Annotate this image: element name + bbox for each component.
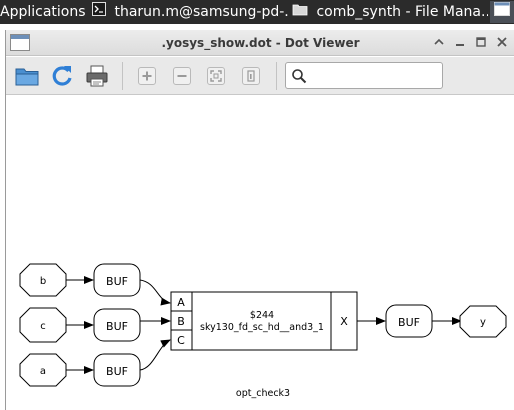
input-node-label: b xyxy=(40,276,46,287)
zoom-out-button[interactable] xyxy=(173,67,191,85)
buffer-label: BUF xyxy=(106,365,128,378)
toolbar xyxy=(6,57,514,95)
task-file-manager-label: comb_synth - File Mana... xyxy=(316,4,488,20)
buffer-node[interactable]: BUF xyxy=(93,263,141,297)
task-terminal-label: tharun.m@samsung-pd-... xyxy=(114,4,288,20)
buffer-label: BUF xyxy=(106,275,128,288)
window-title: .yosys_show.dot - Dot Viewer xyxy=(161,36,360,50)
zoom-fit-button[interactable] xyxy=(207,67,225,85)
task-file-manager[interactable]: comb_synth - File Mana... xyxy=(292,1,488,23)
input-node-b[interactable]: b xyxy=(19,263,67,297)
cell-port-c: C xyxy=(177,334,185,347)
task-dot-viewer[interactable] xyxy=(490,1,514,23)
dot-viewer-window: .yosys_show.dot - Dot Viewer xyxy=(5,30,514,410)
search-field[interactable] xyxy=(285,62,443,89)
and3-cell-node[interactable]: A B C $244 sky130_fd_sc_hd__and3_1 X xyxy=(170,291,358,351)
output-node-label: y xyxy=(480,317,486,328)
buffer-label: BUF xyxy=(106,320,128,333)
cell-type: sky130_fd_sc_hd__and3_1 xyxy=(200,322,324,333)
buffer-node[interactable]: BUF xyxy=(385,304,433,338)
cell-port-b: B xyxy=(177,315,185,328)
edge-buf-port-c xyxy=(139,339,171,371)
window-menu-icon[interactable] xyxy=(10,34,30,51)
input-node-a[interactable]: a xyxy=(19,353,67,387)
edge-buf-port-a xyxy=(139,279,171,306)
cell-id: $244 xyxy=(250,310,274,321)
zoom-100-icon xyxy=(243,69,259,88)
zoom-in-icon xyxy=(139,69,155,88)
toolbar-separator xyxy=(122,62,123,90)
input-node-label: a xyxy=(40,366,46,377)
zoom-100-button[interactable] xyxy=(242,67,260,85)
open-button[interactable] xyxy=(14,63,40,89)
search-icon xyxy=(291,68,307,88)
window-icon xyxy=(494,1,510,23)
cell-port-x: X xyxy=(340,315,348,328)
output-node-y[interactable]: y xyxy=(459,305,507,338)
maximize-button[interactable] xyxy=(474,35,488,49)
print-button[interactable] xyxy=(84,63,110,89)
graph-canvas[interactable]: b c a BUF BUF xyxy=(6,96,514,410)
shade-button[interactable] xyxy=(432,35,446,49)
cell-port-a: A xyxy=(177,296,185,309)
zoom-out-icon xyxy=(174,69,190,88)
zoom-in-button[interactable] xyxy=(138,67,156,85)
graph-caption: opt_check3 xyxy=(236,388,290,399)
folder-icon xyxy=(14,68,40,93)
buffer-label: BUF xyxy=(398,316,420,329)
task-terminal[interactable]: tharun.m@samsung-pd-... xyxy=(92,1,288,23)
reload-button[interactable] xyxy=(49,63,75,89)
refresh-icon xyxy=(49,66,75,93)
buffer-node[interactable]: BUF xyxy=(93,353,141,387)
applications-menu[interactable]: Applications xyxy=(0,4,86,20)
printer-icon xyxy=(84,65,110,93)
buffer-node[interactable]: BUF xyxy=(93,308,141,342)
netlist-graph: b c a BUF BUF xyxy=(19,263,507,399)
terminal-icon xyxy=(92,1,106,23)
minimize-button[interactable] xyxy=(453,35,467,49)
folder-icon xyxy=(292,1,308,23)
top-panel: Applications tharun.m@samsung-pd-... com… xyxy=(0,0,514,24)
toolbar-separator xyxy=(276,62,277,90)
close-button[interactable] xyxy=(495,35,509,49)
title-bar[interactable]: .yosys_show.dot - Dot Viewer xyxy=(6,30,514,56)
input-node-label: c xyxy=(40,321,46,332)
input-node-c[interactable]: c xyxy=(19,307,67,343)
zoom-fit-icon xyxy=(208,69,224,88)
